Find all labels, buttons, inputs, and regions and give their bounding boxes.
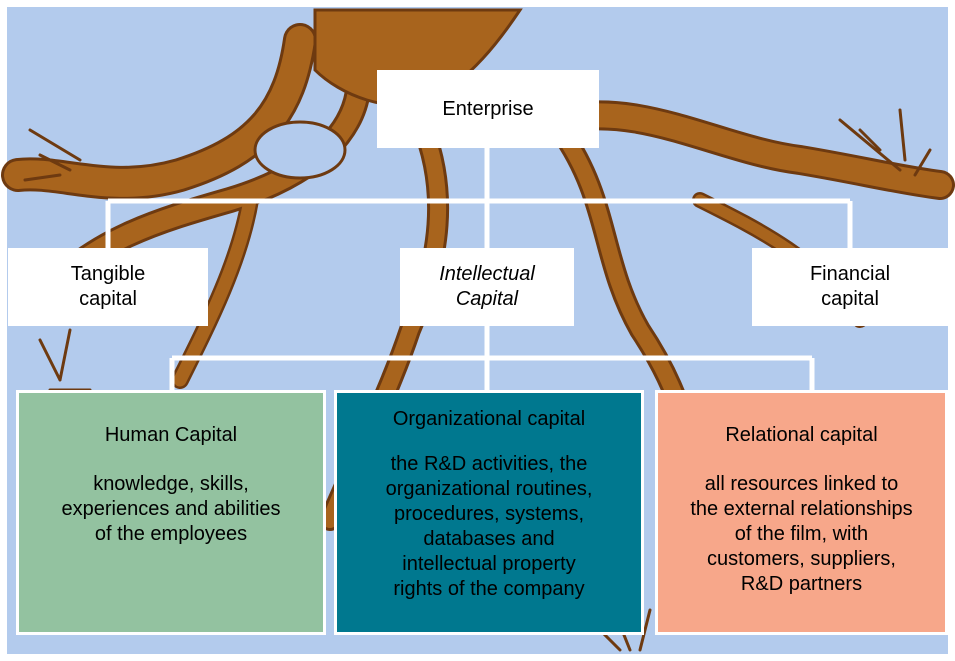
enterprise-box: Enterprise xyxy=(377,70,599,148)
human-capital-desc-line-2: experiences and abilities xyxy=(61,498,281,520)
organizational-capital-desc-line-1: the R&D activities, the xyxy=(390,453,588,475)
financial-capital-box: Financial capital xyxy=(752,248,948,326)
relational-capital-desc-line-5: R&D partners xyxy=(740,573,863,595)
relational-capital-desc-line-4: customers, suppliers, xyxy=(707,548,896,570)
relational-capital-desc-line-3: of the film, with xyxy=(734,523,869,545)
financial-capital-label-line-1: Financial xyxy=(809,263,891,285)
organizational-capital-desc-line-5: intellectual property xyxy=(402,553,576,575)
tangible-capital-box: Tangible capital xyxy=(8,248,208,326)
intellectual-capital-box: Intellectual Capital xyxy=(400,248,574,326)
intellectual-capital-label-line-2: Capital xyxy=(455,288,519,310)
human-capital-box: Human Capital knowledge, skills, experie… xyxy=(16,390,326,635)
organizational-capital-box: Organizational capital the R&D activitie… xyxy=(334,390,644,635)
tangible-capital-label-line-2: capital xyxy=(79,288,137,310)
relational-capital-desc-line-1: all resources linked to xyxy=(704,473,899,495)
relational-capital-box: Relational capital all resources linked … xyxy=(655,390,948,635)
tangible-capital-label-line-1: Tangible xyxy=(70,263,146,285)
organizational-capital-desc-line-6: rights of the company xyxy=(393,578,585,600)
human-capital-desc-line-3: of the employees xyxy=(94,523,248,545)
human-capital-desc-line-1: knowledge, skills, xyxy=(93,473,249,495)
organizational-capital-desc-line-2: organizational routines, xyxy=(385,478,593,500)
intellectual-capital-label-line-1: Intellectual xyxy=(439,263,535,285)
financial-capital-label-line-2: capital xyxy=(821,288,879,310)
organizational-capital-desc-line-3: procedures, systems, xyxy=(393,503,585,525)
relational-capital-desc-line-2: the external relationships xyxy=(690,498,913,520)
organizational-capital-desc-line-4: databases and xyxy=(423,528,555,550)
relational-capital-title: Relational capital xyxy=(725,424,878,446)
organizational-capital-title: Organizational capital xyxy=(392,408,586,430)
human-capital-title: Human Capital xyxy=(104,424,238,446)
enterprise-label: Enterprise xyxy=(442,97,534,120)
